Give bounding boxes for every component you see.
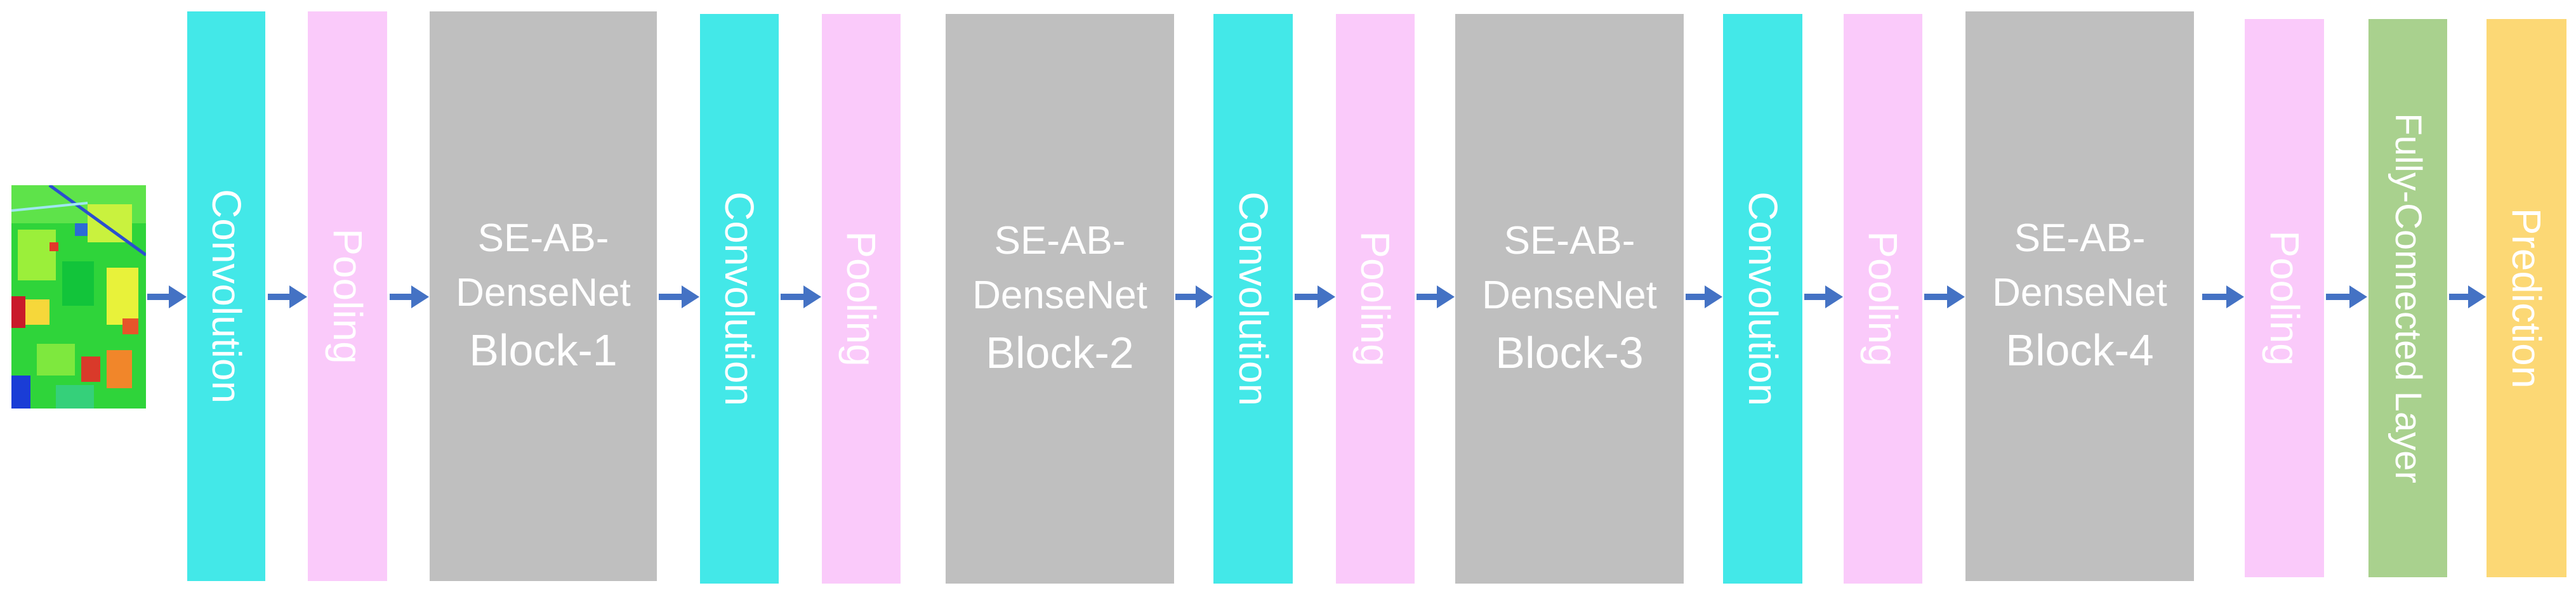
dense-block-line1: SE-AB- [2014,216,2146,261]
pooling-block-3: Pooling [1336,14,1415,584]
dense-block-line2: DenseNet [972,273,1147,317]
arrow-icon [781,285,821,308]
se-ab-densenet-block-2: SE-AB- DenseNet Block-2 [946,14,1174,584]
input-image [11,185,146,409]
fully-connected-layer-block: Fully-Connected Layer [2368,19,2447,577]
pooling-block-5: Pooling [2245,19,2324,577]
arrow-icon [1175,285,1213,308]
hyperspectral-image-icon [11,185,146,409]
dense-block-label: SE-AB- DenseNet Block-3 [1455,214,1684,384]
arrow-icon [1417,285,1455,308]
se-ab-densenet-block-4: SE-AB- DenseNet Block-4 [1965,11,2194,581]
dense-block-name: Block-1 [469,325,618,376]
convolution-block-4: Convolution [1723,14,1802,584]
dense-block-line1: SE-AB- [1503,219,1635,263]
arrow-icon [1924,285,1965,308]
dense-block-name: Block-2 [986,328,1134,378]
arrow-icon [2202,285,2244,308]
arrow-icon [2326,285,2367,308]
dense-block-label: SE-AB- DenseNet Block-2 [946,214,1174,384]
prediction-block: Prediction [2487,19,2566,577]
pooling-block-2: Pooling [822,14,901,584]
dense-block-label: SE-AB- DenseNet Block-4 [1965,211,2194,381]
convolution-block-3: Convolution [1213,14,1293,584]
convolution-block-1: Convolution [187,11,265,581]
dense-block-line2: DenseNet [1992,270,2167,315]
arrow-icon [2449,285,2486,308]
se-ab-densenet-block-1: SE-AB- DenseNet Block-1 [430,11,657,581]
dense-block-line2: DenseNet [456,270,631,315]
dense-block-name: Block-4 [2005,325,2154,376]
arrow-icon [659,285,699,308]
arrow-icon [1295,285,1335,308]
dense-block-line1: SE-AB- [994,219,1126,263]
dense-block-label: SE-AB- DenseNet Block-1 [430,211,657,381]
arrow-icon [390,285,429,308]
pooling-block-1: Pooling [308,11,387,581]
dense-block-name: Block-3 [1495,328,1644,378]
se-ab-densenet-block-3: SE-AB- DenseNet Block-3 [1455,14,1684,584]
arrow-icon [147,285,187,308]
arrow-icon [268,285,307,308]
pooling-block-4: Pooling [1844,14,1922,584]
dense-block-line1: SE-AB- [477,216,609,261]
dense-block-line2: DenseNet [1482,273,1657,317]
convolution-block-2: Convolution [700,14,779,584]
arrow-icon [1804,285,1843,308]
arrow-icon [1686,285,1722,308]
